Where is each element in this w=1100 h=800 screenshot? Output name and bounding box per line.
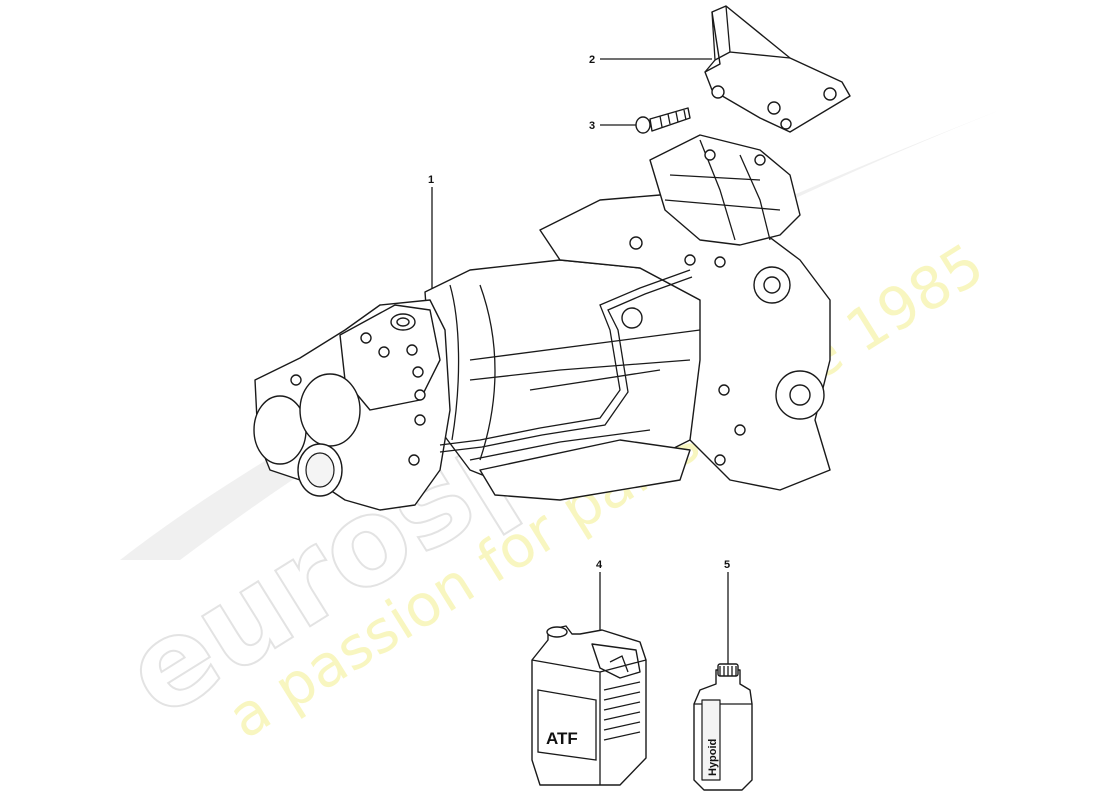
callout-5: 5 xyxy=(724,559,730,571)
canister-label: ATF xyxy=(546,729,578,748)
callout-3: 3 xyxy=(589,120,595,132)
callout-numbers: 1 2 3 4 5 xyxy=(428,54,730,571)
atf-canister-part: ATF xyxy=(531,625,647,786)
callout-2: 2 xyxy=(589,54,595,66)
screw-part xyxy=(635,107,691,134)
hypoid-bottle-part: Hypoid xyxy=(693,663,753,791)
bottle-label: Hypoid xyxy=(707,739,719,776)
callout-4: 4 xyxy=(596,559,603,571)
leader-lines xyxy=(431,58,729,665)
transmission-part xyxy=(253,134,831,511)
bracket-part xyxy=(704,5,851,133)
housing-bolts xyxy=(290,149,766,466)
callout-1: 1 xyxy=(428,174,434,186)
